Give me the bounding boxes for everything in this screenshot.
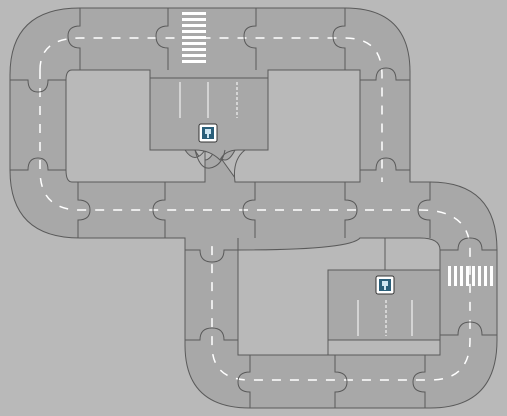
seam-top-4: [332, 8, 346, 70]
parking-token-top[interactable]: [198, 123, 218, 143]
parking-lot-top: [149, 77, 269, 161]
seam-top-1: [67, 8, 81, 70]
seam-right-4: [440, 237, 497, 251]
inner-area-left: [65, 69, 206, 183]
seam-mid-2: [152, 182, 166, 238]
road-upper-loop: [9, 7, 498, 409]
seam-mid-3: [242, 182, 256, 238]
tile-seams: [10, 8, 497, 408]
centerline-mid: [185, 209, 471, 381]
parking-stalls-top: [179, 82, 238, 118]
parking-meter-icon: [205, 129, 211, 138]
seam-center-top: [194, 149, 226, 169]
seam-bottom-2: [334, 355, 348, 408]
seam-bottom-1: [237, 355, 251, 408]
seam-bottom-3: [412, 355, 426, 408]
seam-lower-1: [185, 249, 238, 263]
seam-top-2: [155, 8, 169, 70]
seam-right-1: [360, 67, 410, 81]
seam-left-1: [10, 79, 66, 93]
lane-markings: [39, 37, 471, 381]
seam-right-3: [417, 182, 431, 238]
parking-lot-bottom: [327, 269, 441, 341]
seam-right-2: [360, 157, 410, 171]
parking-stalls-bottom: [357, 300, 413, 336]
seam-mid-1: [77, 182, 91, 238]
centerline-left: [39, 70, 185, 211]
centerline-top: [39, 37, 383, 182]
parking-token-bottom[interactable]: [375, 275, 395, 295]
parking-meter-icon: [382, 281, 388, 290]
seam-left-2: [10, 157, 66, 171]
seam-mid-4: [344, 182, 358, 238]
seam-lower-2: [185, 327, 238, 341]
parking-surface-top: [149, 77, 269, 161]
crosswalk-right: [448, 266, 493, 286]
seam-right-5: [440, 321, 497, 336]
crosswalk-top: [182, 12, 206, 63]
road-surface: [9, 7, 498, 409]
seam-top-3: [243, 8, 257, 70]
